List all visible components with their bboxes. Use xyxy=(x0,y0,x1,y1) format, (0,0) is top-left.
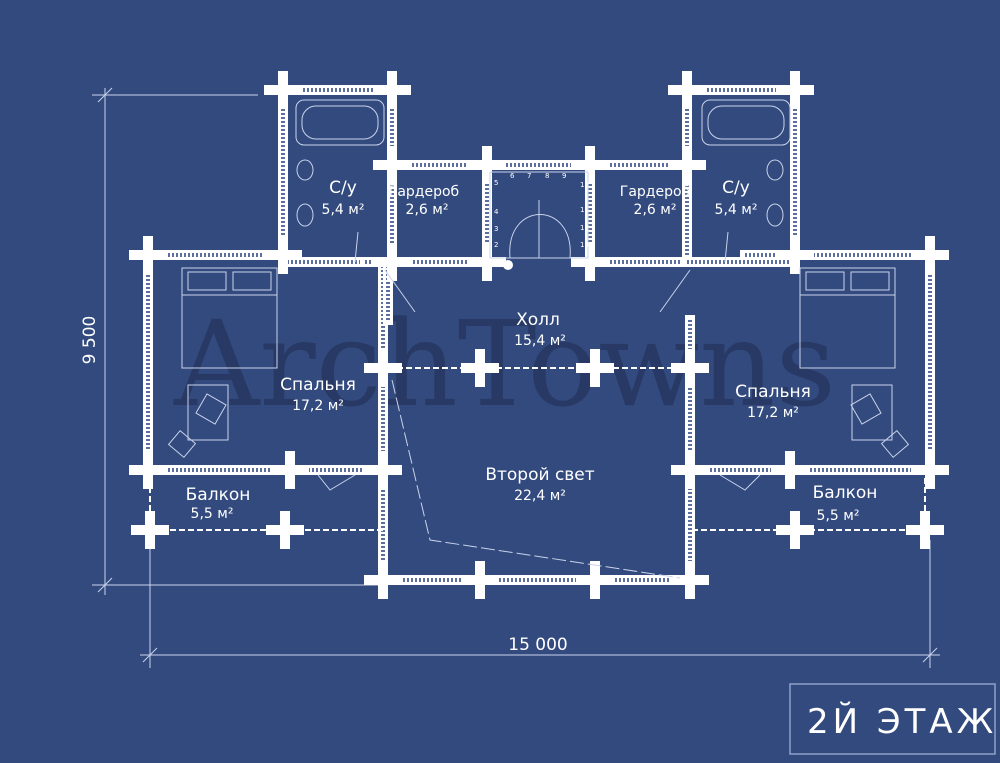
log-corner-joint xyxy=(264,71,302,109)
svg-text:Спальня: Спальня xyxy=(735,382,811,402)
second-light-void-line xyxy=(391,379,681,579)
stair-step-number: 10 xyxy=(580,181,589,189)
room-bedroom-right: Спальня 17,2 м² xyxy=(735,382,811,421)
log-corner-joint xyxy=(131,511,169,549)
log-corner-joint xyxy=(129,236,167,274)
room-bath-right: С/у 5,4 м² xyxy=(715,178,758,218)
svg-text:5,4 м²: 5,4 м² xyxy=(715,202,758,218)
balcony-right-railing xyxy=(692,478,926,531)
doors xyxy=(317,231,761,491)
log-corner-joint xyxy=(571,243,609,281)
log-corner-joint xyxy=(468,146,506,184)
svg-text:2,6 м²: 2,6 м² xyxy=(406,202,449,218)
dimension-width: 15 000 xyxy=(140,540,940,668)
floor-title: 2Й ЭТАЖ xyxy=(807,701,997,742)
log-corner-joint xyxy=(468,243,506,281)
toilet-right-icon xyxy=(766,159,784,181)
log-corner-joint xyxy=(668,71,706,109)
floor-title-box: 2Й ЭТАЖ xyxy=(789,683,997,755)
stair-step-number: 2 xyxy=(494,241,498,249)
room-bedroom-left: Спальня 17,2 м² xyxy=(280,375,356,414)
room-wardrobe-left: Гардероб 2,6 м² xyxy=(389,184,459,218)
log-corner-joint xyxy=(364,561,402,599)
svg-text:Второй свет: Второй свет xyxy=(485,465,594,485)
stair-step-number: 8 xyxy=(545,172,549,180)
svg-text:22,4 м²: 22,4 м² xyxy=(514,488,566,504)
log-corner-joint xyxy=(776,71,814,109)
bathtub-left xyxy=(295,99,385,146)
stair-step-number: 5 xyxy=(494,179,498,187)
room-balcony-left: Балкон 5,5 м² xyxy=(186,485,251,522)
svg-text:5,5 м²: 5,5 м² xyxy=(817,508,860,524)
log-corner-joint xyxy=(266,511,304,549)
sink-right-icon xyxy=(766,203,784,227)
svg-text:Спальня: Спальня xyxy=(280,375,356,395)
log-corner-joint xyxy=(129,451,167,489)
staircase: 2 3 4 5 6 7 8 9 10 11 12 13 xyxy=(489,171,589,270)
balcony-left-railing xyxy=(149,478,385,531)
svg-text:Балкон: Балкон xyxy=(186,485,251,505)
svg-text:С/у: С/у xyxy=(329,178,357,198)
room-bath-left: С/у 5,4 м² xyxy=(322,178,365,218)
stair-step-number: 13 xyxy=(580,241,589,249)
walls xyxy=(129,71,949,599)
svg-text:2,6 м²: 2,6 м² xyxy=(634,202,677,218)
stair-step-number: 11 xyxy=(580,206,589,214)
stair-step-number: 3 xyxy=(494,225,498,233)
svg-text:5,4 м²: 5,4 м² xyxy=(322,202,365,218)
svg-text:С/у: С/у xyxy=(722,178,750,198)
log-corner-joint xyxy=(911,236,949,274)
svg-text:Холл: Холл xyxy=(516,310,560,330)
room-wardrobe-right: Гардероб 2,6 м² xyxy=(620,184,690,218)
log-corner-joint xyxy=(364,451,402,489)
dimension-height: 9 500 xyxy=(80,87,380,595)
log-corner-joint xyxy=(264,236,302,274)
room-second-light: Второй свет 22,4 м² xyxy=(485,465,594,504)
log-corner-joint xyxy=(771,451,809,489)
log-corner-joint xyxy=(271,451,309,489)
sink-left-icon xyxy=(296,203,314,227)
width-dimension-label: 15 000 xyxy=(508,635,567,655)
desk-right-icon xyxy=(850,384,910,459)
svg-text:17,2 м²: 17,2 м² xyxy=(292,398,344,414)
log-corner-joint xyxy=(911,451,949,489)
room-hall: Холл 15,4 м² xyxy=(514,310,566,349)
svg-text:Гардероб: Гардероб xyxy=(620,184,690,200)
log-corner-joint xyxy=(671,451,709,489)
stair-step-number: 12 xyxy=(580,224,589,232)
height-dimension-label: 9 500 xyxy=(80,316,100,365)
log-corner-joint xyxy=(373,71,411,109)
log-corner-joint xyxy=(576,561,614,599)
stair-step-number: 7 xyxy=(527,172,531,180)
toilet-left-icon xyxy=(296,159,314,181)
svg-text:Гардероб: Гардероб xyxy=(389,184,459,200)
svg-text:5,5 м²: 5,5 м² xyxy=(191,506,234,522)
watermark: ArchTowns xyxy=(173,295,836,433)
log-corner-joint xyxy=(671,561,709,599)
bathtub-right xyxy=(701,99,791,146)
bed-right-icon xyxy=(799,267,896,369)
room-balcony-right: Балкон 5,5 м² xyxy=(813,483,878,524)
svg-text:Балкон: Балкон xyxy=(813,483,878,503)
log-corner-joint xyxy=(373,146,411,184)
log-corner-joint xyxy=(668,146,706,184)
log-corner-joint xyxy=(776,236,814,274)
svg-text:15,4 м²: 15,4 м² xyxy=(514,333,566,349)
log-corner-joint xyxy=(461,561,499,599)
desk-left-icon xyxy=(167,384,229,459)
stair-step-number: 9 xyxy=(562,172,566,180)
log-corner-joint xyxy=(373,243,411,281)
log-corner-joint xyxy=(906,511,944,549)
log-corner-joint xyxy=(571,146,609,184)
stair-step-number: 6 xyxy=(510,172,515,180)
bed-left-icon xyxy=(181,267,278,369)
svg-text:17,2 м²: 17,2 м² xyxy=(747,405,799,421)
stair-step-number: 4 xyxy=(494,208,499,216)
